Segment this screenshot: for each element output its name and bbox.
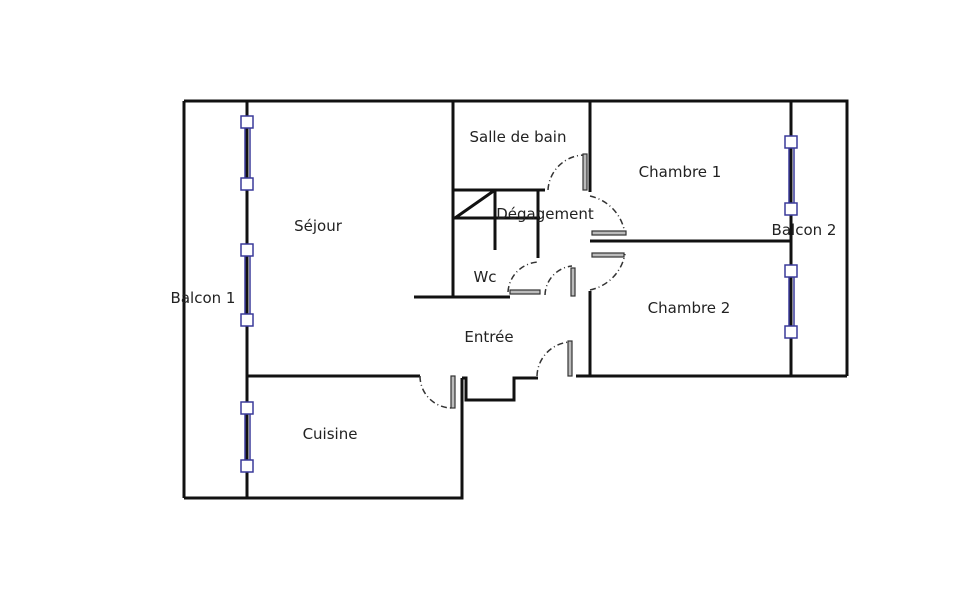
room-label-salle-de-bain: Salle de bain	[469, 128, 567, 146]
door-leaves	[450, 153, 627, 409]
room-label-entree: Entrée	[464, 328, 514, 346]
room-label-wc: Wc	[473, 268, 497, 286]
door-swings	[419, 154, 626, 409]
room-label-degagement: Dégagement	[496, 205, 594, 223]
room-label-balcon-2: Balcon 2	[771, 221, 837, 239]
walls	[182, 99, 849, 500]
room-label-chambre-1: Chambre 1	[638, 163, 722, 181]
room-label-cuisine: Cuisine	[302, 425, 358, 443]
windows	[240, 115, 798, 473]
room-label-sejour: Séjour	[294, 217, 342, 235]
room-label-balcon-1: Balcon 1	[170, 289, 236, 307]
room-label-chambre-2: Chambre 2	[647, 299, 731, 317]
